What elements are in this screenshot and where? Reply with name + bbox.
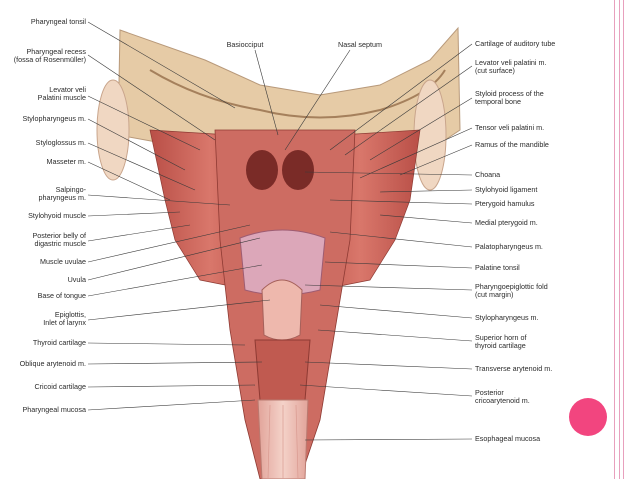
label-nasal-septum: Nasal septum xyxy=(338,40,382,49)
right-leader-lines xyxy=(299,43,473,441)
label-superior-horn-2: thyroid cartilage xyxy=(475,341,526,350)
label-posterior-crico-2: cricoarytenoid m. xyxy=(475,396,530,405)
label-stylohyoid-muscle: Stylohyoid muscle xyxy=(28,211,86,220)
slide-border-line xyxy=(623,0,624,479)
label-pharyngeal-recess: Pharyngeal recess xyxy=(26,47,86,56)
slide-border-line xyxy=(614,0,615,479)
epiglottis xyxy=(261,279,303,341)
label-pharyngoepiglottic: Pharyngoepiglottic fold xyxy=(475,282,548,291)
label-medial-pterygoid: Medial pterygoid m. xyxy=(475,218,538,227)
label-palatine-tonsil: Palatine tonsil xyxy=(475,263,520,272)
label-oblique-arytenoid: Oblique arytenoid m. xyxy=(20,359,86,368)
label-muscle-uvulae: Muscle uvulae xyxy=(40,257,86,266)
label-pharyngeal-recess-2: (fossa of Rosenmüller) xyxy=(14,55,86,64)
label-levator-veli-cut: Levator veli palatini m. xyxy=(475,58,547,67)
label-transverse-arytenoid: Transverse arytenoid m. xyxy=(475,364,552,373)
label-tensor-veli: Tensor veli palatini m. xyxy=(475,123,544,132)
slide-border-line xyxy=(619,0,620,479)
label-pharyngeal-mucosa: Pharyngeal mucosa xyxy=(22,405,86,414)
label-masseter: Masseter m. xyxy=(46,157,86,166)
label-pharyngeal-tonsil: Pharyngeal tonsil xyxy=(31,17,87,26)
label-ramus-mandible: Ramus of the mandible xyxy=(475,140,549,149)
label-choana: Choana xyxy=(475,170,500,179)
label-digastric: Posterior belly of xyxy=(32,231,86,240)
label-epiglottis: Epiglottis, xyxy=(55,310,86,319)
label-styloglossus: Styloglossus m. xyxy=(36,138,86,147)
left-leader-lines xyxy=(87,21,271,411)
label-stylopharyngeus-right: Stylopharyngeus m. xyxy=(475,313,539,322)
label-esophageal-mucosa: Esophageal mucosa xyxy=(475,434,540,443)
label-cartilage-auditory-tube: Cartilage of auditory tube xyxy=(475,39,555,48)
top-leader-lines xyxy=(254,49,351,151)
label-superior-horn: Superior horn of xyxy=(475,333,527,342)
label-stylohyoid-ligament: Stylohyoid ligament xyxy=(475,185,537,194)
label-thyroid-cartilage: Thyroid cartilage xyxy=(33,338,86,347)
label-salpingo: Salpingo- xyxy=(56,185,87,194)
label-stylopharyngeus-left: Stylopharyngeus m. xyxy=(22,114,86,123)
label-cricoid-cartilage: Cricoid cartilage xyxy=(34,382,86,391)
label-posterior-crico: Posterior xyxy=(475,388,504,397)
decorative-dot xyxy=(569,398,607,436)
label-styloid-process-2: temporal bone xyxy=(475,97,521,106)
label-levator-veli: Levator veli xyxy=(49,85,86,94)
label-pharyngoepiglottic-2: (cut margin) xyxy=(475,290,513,299)
label-salpingo-2: pharyngeus m. xyxy=(38,193,86,202)
label-levator-veli-cut-2: (cut surface) xyxy=(475,66,515,75)
choana-right xyxy=(282,150,314,190)
left-ear xyxy=(96,79,130,181)
label-uvula: Uvula xyxy=(68,275,86,284)
choana-left xyxy=(246,150,278,190)
label-styloid-process: Styloid process of the xyxy=(475,89,544,98)
label-palatopharyngeus: Palatopharyngeus m. xyxy=(475,242,543,251)
label-epiglottis-2: Inlet of larynx xyxy=(43,318,86,327)
label-basiocciput: Basiocciput xyxy=(227,40,264,49)
label-levator-veli-2: Palatini muscle xyxy=(38,93,86,102)
label-digastric-2: digastric muscle xyxy=(34,239,86,248)
label-base-of-tongue: Base of tongue xyxy=(38,291,86,300)
label-pterygoid-hamulus: Pterygoid hamulus xyxy=(475,199,535,208)
